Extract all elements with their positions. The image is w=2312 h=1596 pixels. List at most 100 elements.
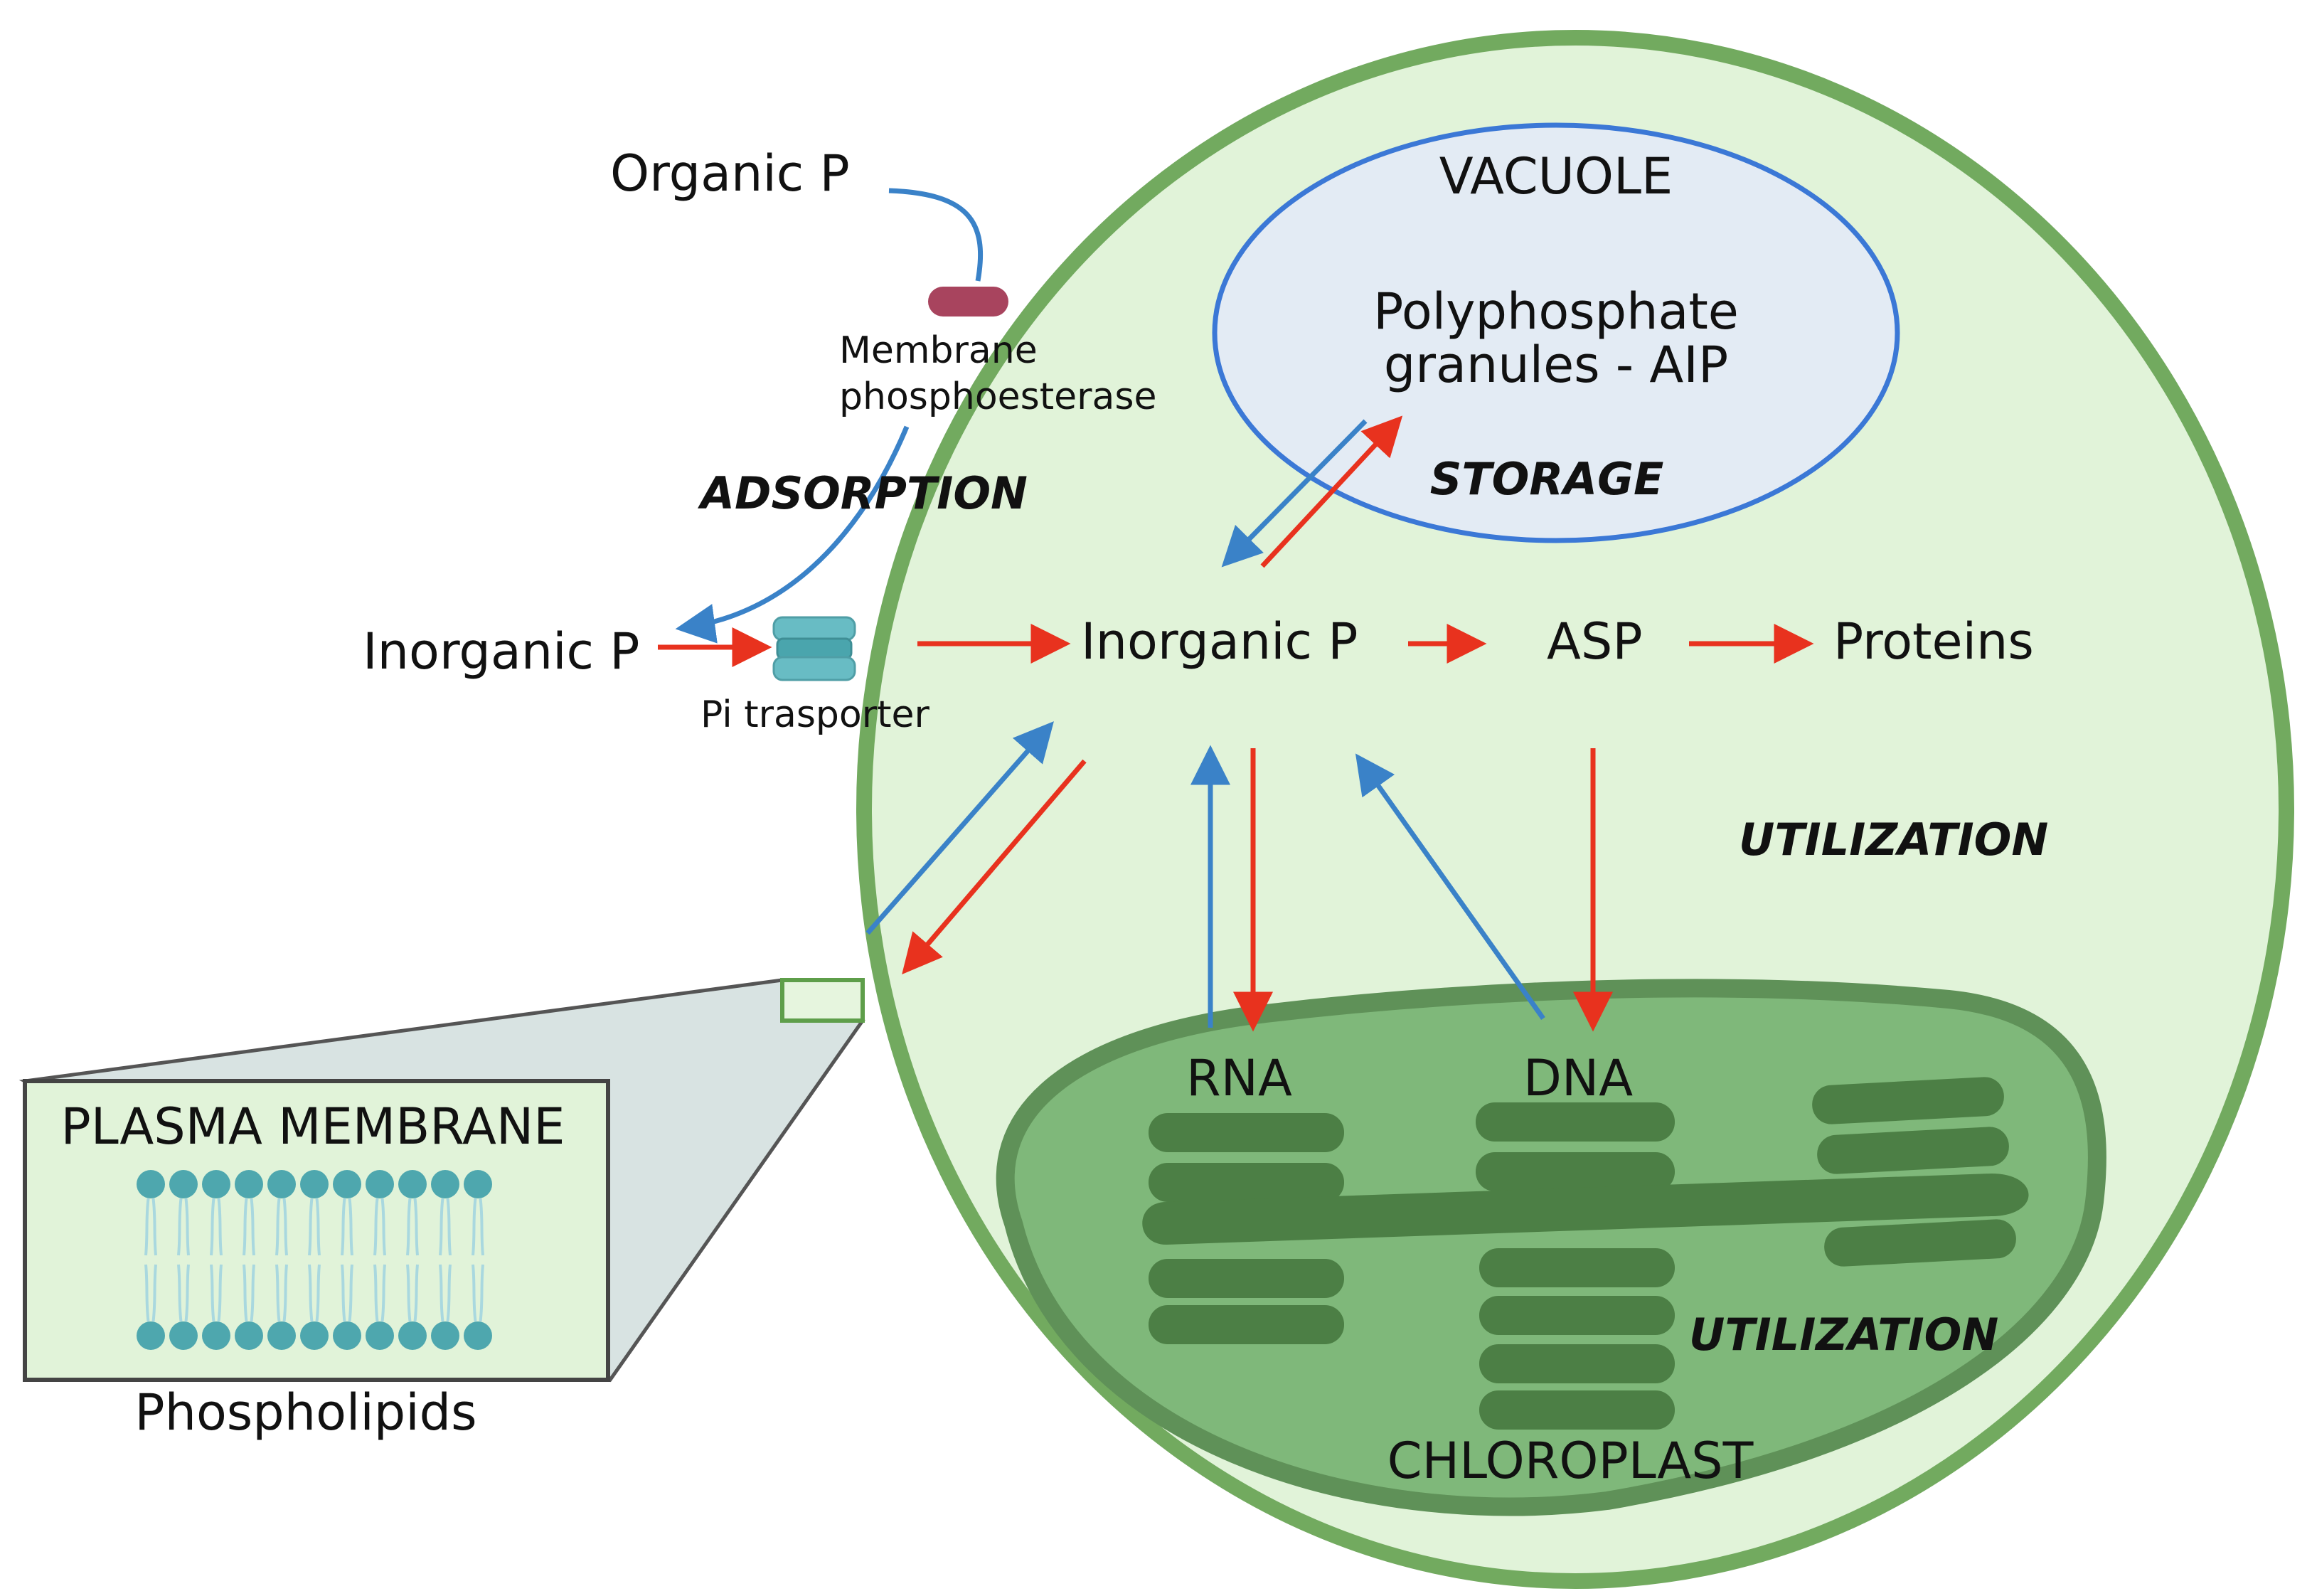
lipid-tail: [479, 1198, 484, 1256]
plasma-membrane-inset: [23, 1079, 610, 1382]
lipid-tail: [144, 1198, 150, 1256]
lipid-head: [267, 1170, 296, 1198]
lipid-head: [137, 1321, 165, 1350]
rna-label: RNA: [1186, 1049, 1292, 1107]
polyphosphate-label-2: granules - AIP: [1384, 336, 1728, 394]
lipid-tail: [406, 1198, 412, 1256]
lipid-head: [137, 1170, 165, 1198]
lipid-tail: [315, 1264, 321, 1322]
membrane-to-inorganic-p-arrow: [865, 721, 1054, 935]
adsorption-label: ADSORPTION: [697, 467, 1028, 519]
lipid-tail: [413, 1264, 419, 1322]
lipid-tail: [282, 1264, 288, 1322]
lipid-head: [235, 1321, 263, 1350]
vacuole-label: VACUOLE: [1439, 147, 1673, 206]
lipid-tail: [177, 1264, 183, 1322]
lipid-tail: [341, 1264, 346, 1322]
lipid-head: [333, 1170, 361, 1198]
asp-label: ASP: [1547, 612, 1643, 671]
lipid-tail: [275, 1264, 281, 1322]
lipid-tail: [380, 1264, 386, 1322]
lipid-head: [267, 1321, 296, 1350]
lipid-tail: [479, 1264, 484, 1322]
lipid-tail: [243, 1198, 248, 1256]
lipid-head: [398, 1170, 427, 1198]
lipid-head: [431, 1321, 459, 1350]
lipid-tail: [184, 1264, 190, 1322]
arrows: [658, 188, 1814, 1032]
lipid-tail: [210, 1264, 215, 1322]
lipid-head: [300, 1321, 329, 1350]
vacuole-to-inorganic-p-arrow: [1221, 419, 1368, 568]
lipid-tail: [210, 1198, 215, 1256]
lipid-head: [398, 1321, 427, 1350]
lipid-tail: [282, 1198, 288, 1256]
lipid-head: [366, 1170, 394, 1198]
lipid-head: [333, 1321, 361, 1350]
lipid-head: [300, 1170, 329, 1198]
chloroplast-label: CHLOROPLAST: [1387, 1432, 1754, 1490]
lipid-tail: [243, 1264, 248, 1322]
lipid-tail: [250, 1198, 255, 1256]
plasma-membrane-highlight: [780, 978, 865, 1023]
lipid-tail: [275, 1198, 281, 1256]
lipid-tail: [373, 1264, 379, 1322]
lipid-tail: [413, 1198, 419, 1256]
lipid-head: [366, 1321, 394, 1350]
lipid-head: [169, 1321, 198, 1350]
plasma-membrane-label: PLASMA MEMBRANE: [61, 1097, 565, 1156]
lipid-tail: [439, 1198, 444, 1256]
membrane-phosphoesterase-label-2: phosphoesterase: [839, 376, 1156, 418]
lipid-tail: [315, 1198, 321, 1256]
lipid-head: [235, 1170, 263, 1198]
lipid-tail: [177, 1198, 183, 1256]
phosphoesterase-to-inorganic-p-arrow: [675, 425, 910, 644]
organic-p-label: Organic P: [610, 144, 850, 203]
storage-label: STORAGE: [1430, 453, 1664, 505]
lipid-head: [169, 1170, 198, 1198]
utilization-cell-label: UTILIZATION: [1739, 814, 2048, 866]
lipid-tail: [406, 1264, 412, 1322]
lipid-tail: [151, 1264, 157, 1322]
lipid-tail: [446, 1198, 452, 1256]
lipid-head: [431, 1170, 459, 1198]
inorganic-p-to-membrane-arrow: [902, 759, 1087, 974]
thylakoid-stacks: [1142, 1077, 2029, 1430]
lipid-head: [464, 1170, 492, 1198]
lipid-tail: [472, 1198, 477, 1256]
inorganic-p-outside-label: Inorganic P: [363, 622, 639, 681]
inorganic-p-to-vacuole-arrow: [1260, 415, 1403, 568]
lipid-tail: [341, 1198, 346, 1256]
lipid-tail: [308, 1264, 314, 1322]
lipid-tail: [439, 1264, 444, 1322]
polyphosphate-label: Polyphosphate: [1373, 282, 1739, 341]
lipid-tail: [373, 1198, 379, 1256]
membrane-phosphoesterase-label: Membrane: [839, 329, 1038, 372]
phospholipid-bilayer-icon: [137, 1170, 492, 1350]
lipid-tail: [348, 1264, 353, 1322]
lipid-tail: [217, 1198, 223, 1256]
pi-transporter-icon: [772, 616, 856, 681]
lipid-tail: [144, 1264, 150, 1322]
membrane-phosphoesterase-icon: [928, 287, 1008, 316]
lipid-tail: [348, 1198, 353, 1256]
lipid-tail: [446, 1264, 452, 1322]
lipid-head: [202, 1321, 230, 1350]
lipid-tail: [217, 1264, 223, 1322]
utilization-chloroplast-label: UTILIZATION: [1689, 1309, 1998, 1361]
lipid-tail: [472, 1264, 477, 1322]
phospholipids-label: Phospholipids: [134, 1383, 476, 1442]
dna-to-inorganic-p-arrow: [1355, 753, 1545, 1021]
pi-transporter-label: Pi trasporter: [700, 693, 929, 736]
organic-p-to-phosphoesterase-arrow: [888, 188, 983, 282]
lipid-tail: [184, 1198, 190, 1256]
lipid-tail: [250, 1264, 255, 1322]
proteins-label: Proteins: [1833, 612, 2034, 671]
lipid-tail: [380, 1198, 386, 1256]
dna-label: DNA: [1523, 1049, 1633, 1107]
lipid-head: [464, 1321, 492, 1350]
inorganic-p-inside-label: Inorganic P: [1081, 612, 1358, 671]
lipid-tail: [151, 1198, 157, 1256]
lipid-tail: [308, 1198, 314, 1256]
